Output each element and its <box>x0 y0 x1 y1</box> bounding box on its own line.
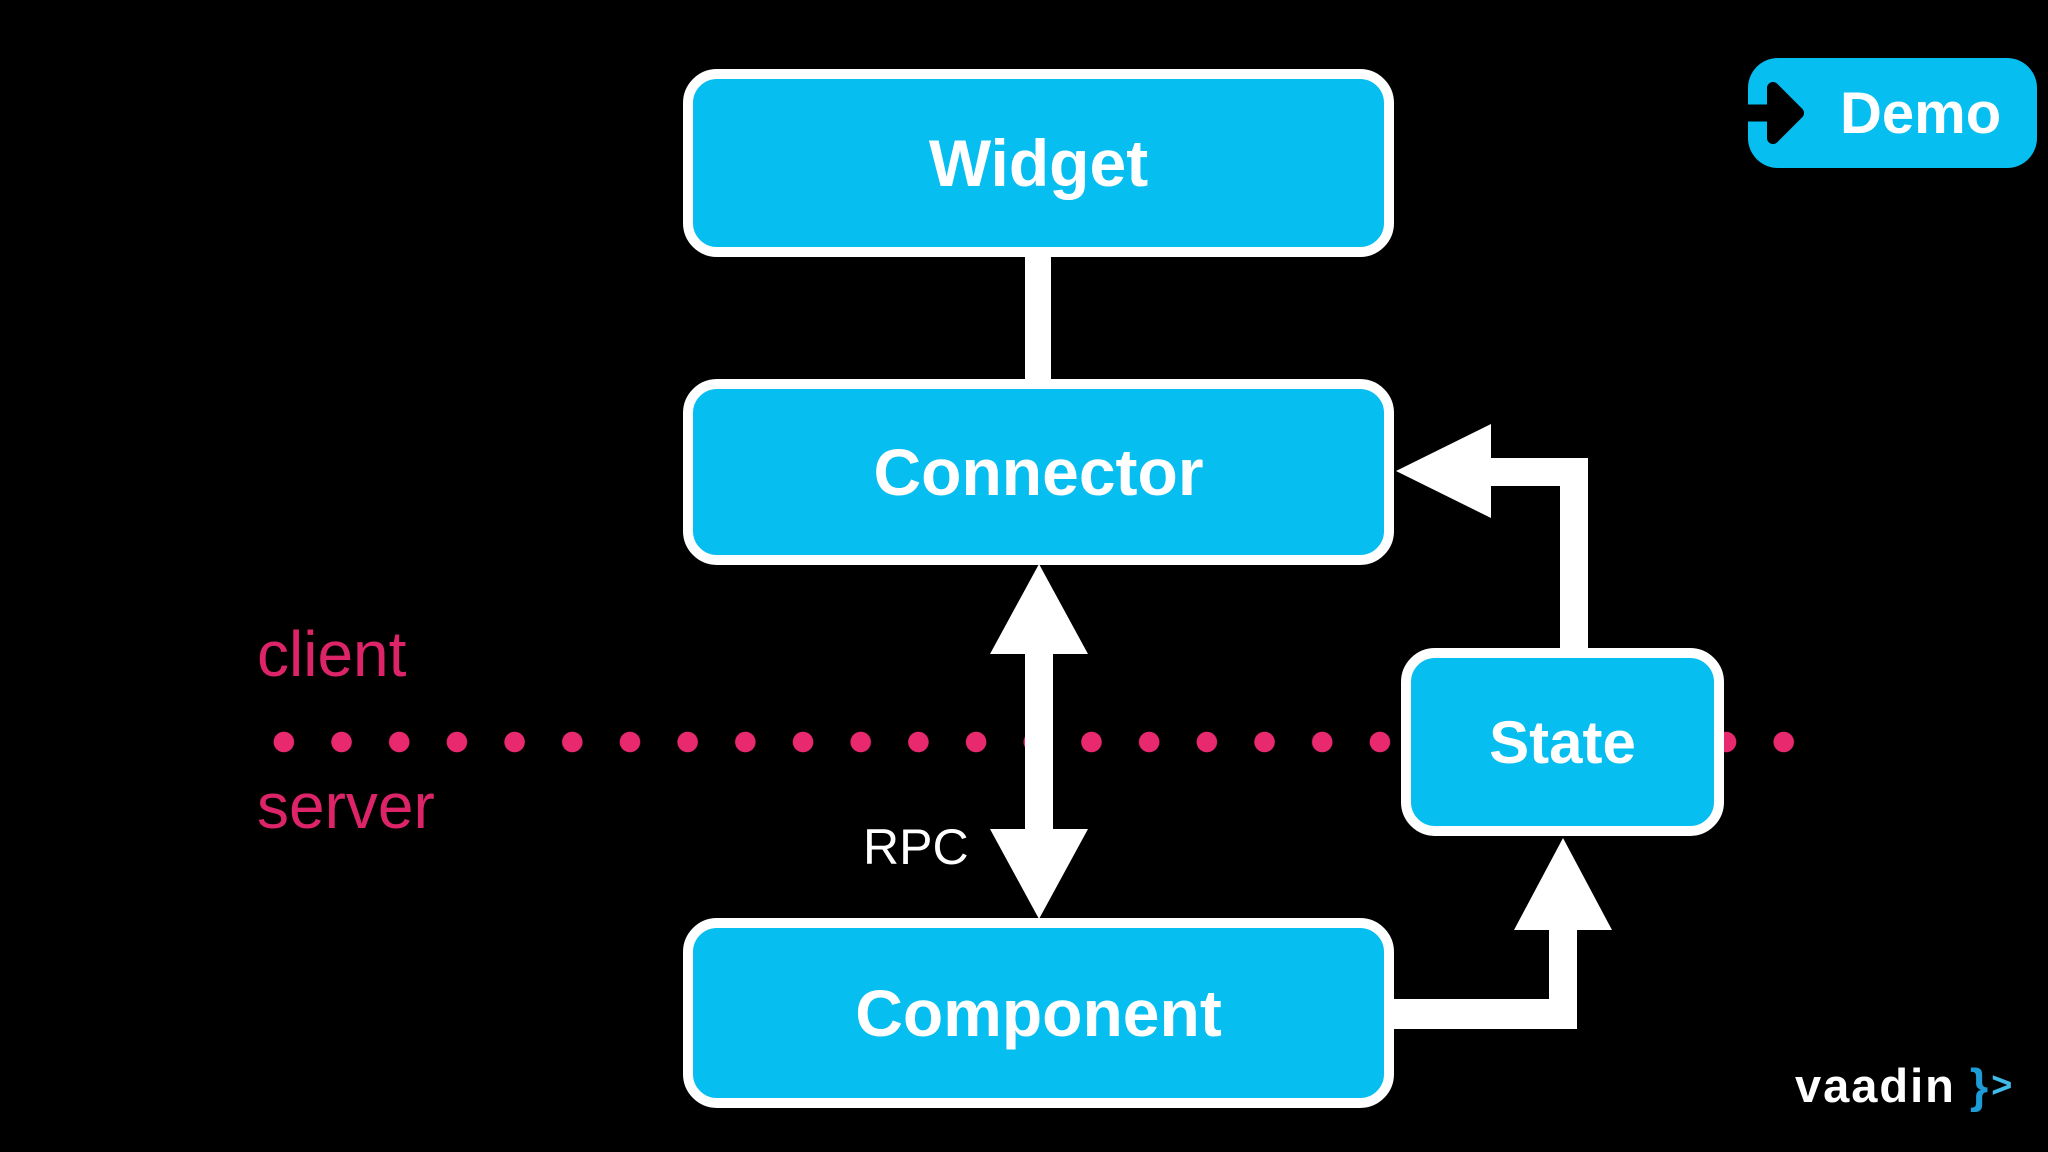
state-to-connector-arrow <box>1396 424 1588 652</box>
node-state-label: State <box>1489 708 1636 776</box>
node-component: Component <box>683 918 1394 1108</box>
client-label: client <box>257 618 407 690</box>
node-connector: Connector <box>683 379 1394 565</box>
component-to-state-arrow <box>1390 838 1612 1029</box>
node-state: State <box>1401 648 1724 836</box>
widget-connector-link <box>1025 240 1051 390</box>
demo-button-label: Demo <box>1840 80 2002 146</box>
connector-component-double-arrow <box>990 564 1088 919</box>
vaadin-logo-wordmark: vaadin <box>1795 1059 1956 1112</box>
vaadin-logo-brace: } <box>1969 1059 1991 1112</box>
server-label: server <box>257 770 435 842</box>
vaadin-logo: vaadin}> <box>1795 1058 2014 1114</box>
node-widget-label: Widget <box>928 126 1149 200</box>
node-widget: Widget <box>683 69 1394 257</box>
rpc-label: RPC <box>863 819 969 875</box>
arrow-right-icon <box>1739 82 1804 144</box>
demo-button[interactable]: Demo <box>1739 58 2037 168</box>
vaadin-logo-chevron: > <box>1991 1064 2015 1105</box>
node-connector-label: Connector <box>873 435 1204 509</box>
node-component-label: Component <box>855 976 1222 1050</box>
